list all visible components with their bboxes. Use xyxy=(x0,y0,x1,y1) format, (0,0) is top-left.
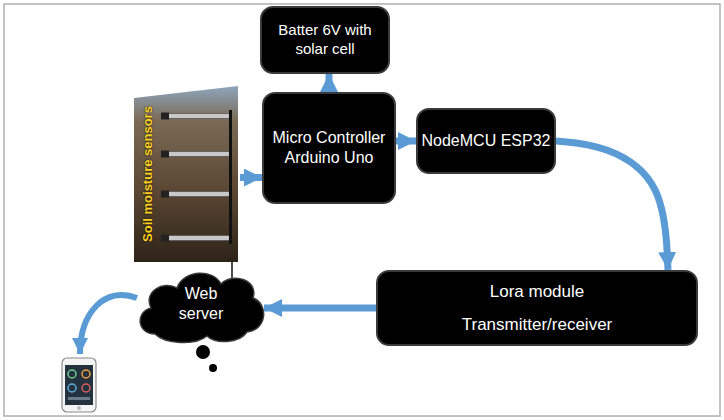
thought-bubble xyxy=(209,364,217,372)
power-box: Batter 6V with solar cell xyxy=(260,6,390,74)
wire-line xyxy=(231,262,233,280)
sensor-mount xyxy=(229,110,232,244)
screen-gauge xyxy=(68,384,76,392)
text-group: NodeMCU ESP32 xyxy=(422,131,551,151)
text-group: Lora moduleTransmitter/receiver xyxy=(462,281,613,336)
module-box: NodeMCU ESP32 xyxy=(416,108,556,174)
sensor-probe xyxy=(164,114,230,119)
flow-arrow xyxy=(556,141,668,270)
phone-screen xyxy=(65,365,93,405)
soil-photo xyxy=(134,86,238,262)
node-label: Batter 6V with solar cell xyxy=(262,21,388,59)
controller-box: Micro Controller Arduino Uno xyxy=(262,92,396,204)
screen-gauge xyxy=(82,370,90,378)
sensor-picture: Soil moisture sensors xyxy=(134,86,238,262)
screen-bar xyxy=(68,397,90,400)
radio-box: Lora moduleTransmitter/receiver xyxy=(376,270,698,346)
phone-button xyxy=(77,406,81,410)
node-label: NodeMCU ESP32 xyxy=(422,131,551,151)
sensor-probe xyxy=(164,236,230,241)
probe-tip xyxy=(161,235,169,242)
flow-arrow xyxy=(326,74,333,92)
probe-tip xyxy=(161,113,169,120)
probe-tip xyxy=(161,151,169,158)
screen-gauge xyxy=(68,370,76,378)
text-group: Soil moisture sensors xyxy=(140,90,156,258)
picture-label: Soil moisture sensors xyxy=(140,106,156,242)
node-label: Micro Controller Arduino Uno xyxy=(264,128,394,168)
sensor-probe xyxy=(164,192,230,197)
sensor-probe xyxy=(164,152,230,157)
server-cloud: Web server xyxy=(135,264,267,344)
flow-arrow xyxy=(240,174,262,181)
node-label: Lora module xyxy=(490,281,585,302)
smartphone-icon xyxy=(62,358,96,412)
probe-tip xyxy=(161,191,169,198)
cloud-shape xyxy=(140,273,264,342)
phone-body xyxy=(62,358,96,412)
frame-border xyxy=(4,4,720,416)
phone-arrow xyxy=(80,295,137,354)
cloud-outline xyxy=(135,264,267,344)
flow-arrow xyxy=(396,138,416,145)
text-group: Micro Controller Arduino Uno xyxy=(264,128,394,168)
thought-bubble xyxy=(196,345,210,359)
screen-gauge xyxy=(82,384,90,392)
node-label: Transmitter/receiver xyxy=(462,314,613,335)
node-label: Web server xyxy=(163,284,239,324)
flow-arrow xyxy=(264,305,376,312)
text-group: Batter 6V with solar cell xyxy=(262,21,388,59)
text-group: Web server xyxy=(163,284,239,324)
